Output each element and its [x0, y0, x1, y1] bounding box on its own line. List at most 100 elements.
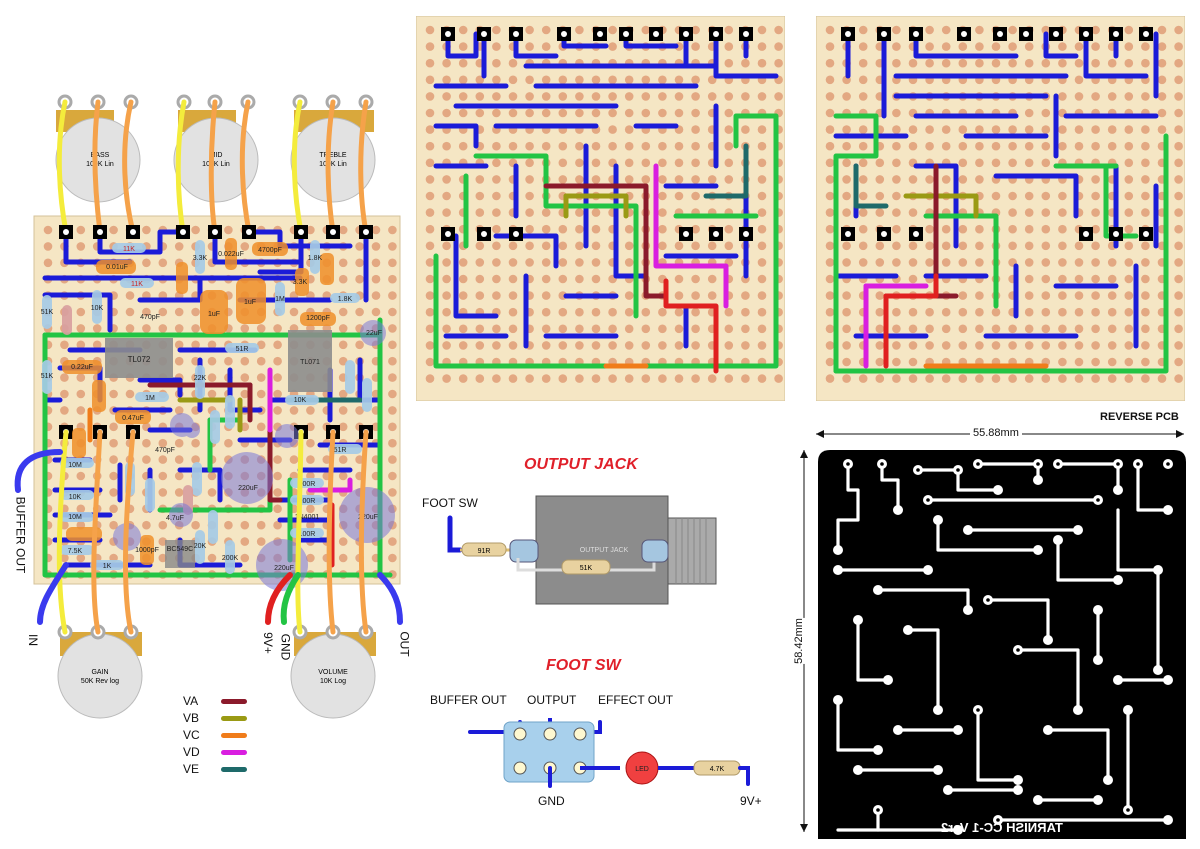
stripboard-pad	[641, 158, 651, 168]
stripboard-pad	[109, 520, 118, 530]
stripboard-pad	[425, 158, 435, 168]
stripboard-pad	[774, 58, 783, 68]
stripboard-pad	[892, 341, 901, 350]
stripboard-pad	[508, 291, 518, 300]
label-4700pf: 4700pF	[258, 247, 282, 254]
stripboard-pad	[842, 125, 851, 134]
stripboard-pad	[892, 324, 901, 334]
stripboard-pad	[388, 389, 397, 399]
stripboard-pad	[425, 341, 435, 350]
stripboard-pad	[842, 374, 851, 383]
stripboard-pad	[1174, 274, 1183, 284]
stripboard-pad	[674, 241, 684, 251]
bass-pot-name: BASS	[91, 152, 110, 159]
stripboard-pad	[624, 158, 634, 168]
stripboard-pad	[724, 374, 734, 383]
stripboard-pad	[425, 42, 435, 51]
stripboard-pad	[508, 108, 518, 118]
stripboard-pad	[908, 241, 918, 251]
stripboard-pad	[388, 258, 397, 268]
stripboard-pad	[425, 208, 435, 217]
stripboard-pad	[892, 208, 901, 217]
stripboard-pad	[825, 175, 835, 184]
stripboard-pad	[1107, 324, 1117, 334]
stripboard-pad	[1024, 241, 1034, 251]
stripboard-pad	[1058, 125, 1067, 134]
stripboard-pad	[541, 42, 551, 51]
stripboard-pad	[757, 341, 767, 350]
foot-sw-output-label: OUTPUT	[527, 693, 577, 707]
stripboard-pad	[492, 374, 501, 383]
stripboard-pad	[442, 241, 451, 251]
volume-pot: VOLUME 10K Log	[290, 624, 376, 719]
stripboard-pad	[1174, 208, 1183, 217]
stripboard-pad	[1107, 291, 1117, 300]
stripboard-pad	[1141, 341, 1150, 350]
stripboard-pad	[1024, 274, 1034, 284]
stripboard-pad	[724, 324, 734, 334]
stripboard-pad	[1107, 274, 1117, 284]
stripboard-pad	[541, 25, 551, 35]
stripboard-pad	[1041, 291, 1051, 300]
stripboard-pad	[558, 92, 568, 101]
stripboard-pad	[608, 125, 617, 134]
terminal-hole	[481, 231, 487, 237]
stripboard-pad	[575, 175, 584, 184]
stripboard-pad	[273, 340, 282, 350]
stripboard-pad	[371, 258, 381, 268]
legend-row: VB	[183, 711, 247, 725]
copper-side-layout	[416, 16, 785, 401]
stripboard-pad	[388, 356, 397, 366]
stripboard-pad	[1058, 191, 1067, 201]
stripboard-pad	[388, 242, 397, 251]
label-100r-a: 100R	[299, 481, 316, 488]
stripboard-pad	[741, 125, 750, 134]
stripboard-pad	[741, 324, 750, 334]
stripboard-pad	[658, 224, 667, 234]
stripboard-pad	[442, 58, 451, 68]
stripboard-pad	[1124, 324, 1134, 334]
stripboard-pad	[624, 75, 634, 85]
stripboard-pad	[458, 324, 468, 334]
stripboard-pad	[757, 175, 767, 184]
stripboard-pad	[525, 25, 534, 35]
stripboard-pad	[908, 175, 918, 184]
stripboard-pad	[691, 324, 700, 334]
stripboard-pad	[338, 274, 348, 284]
legend-label: VC	[183, 728, 200, 742]
stripboard-pad	[624, 307, 634, 317]
stripboard-pad	[858, 224, 868, 234]
stripboard-pad	[109, 389, 118, 399]
stripboard-pad	[425, 307, 435, 317]
stripboard-pad	[641, 324, 651, 334]
stripboard-pad	[1091, 224, 1100, 234]
label-20k: 20K	[194, 543, 207, 550]
stripboard-pad	[60, 389, 69, 399]
stripboard-pad	[941, 374, 951, 383]
stripboard-pad	[858, 92, 868, 101]
stripboard-pad	[674, 92, 684, 101]
stripboard-pad	[1008, 341, 1017, 350]
stripboard-pad	[575, 141, 584, 151]
stripboard-pad	[1058, 274, 1067, 284]
stripboard-pad	[875, 191, 885, 201]
pcb-height-label: 58.42mm	[792, 618, 805, 664]
resistor-91r-label: 91R	[478, 548, 491, 555]
stripboard-pad	[541, 324, 551, 334]
stripboard-pad	[1157, 58, 1167, 68]
stripboard-pad	[541, 75, 551, 85]
stripboard-pad	[1091, 341, 1100, 350]
stripboard-pad	[1141, 324, 1150, 334]
stripboard-pad	[1091, 291, 1100, 300]
stripboard-pad	[991, 341, 1001, 350]
stripboard-pad	[691, 307, 700, 317]
terminal-hole	[513, 231, 519, 237]
stripboard-pad	[608, 374, 617, 383]
stripboard-pad	[908, 374, 918, 383]
terminal-hole	[683, 31, 689, 37]
stripboard-pad	[1024, 341, 1034, 350]
stripboard-pad	[508, 92, 518, 101]
stripboard-pad	[458, 274, 468, 284]
gnd-wire-label: GND	[278, 633, 293, 661]
stripboard-pad	[757, 324, 767, 334]
